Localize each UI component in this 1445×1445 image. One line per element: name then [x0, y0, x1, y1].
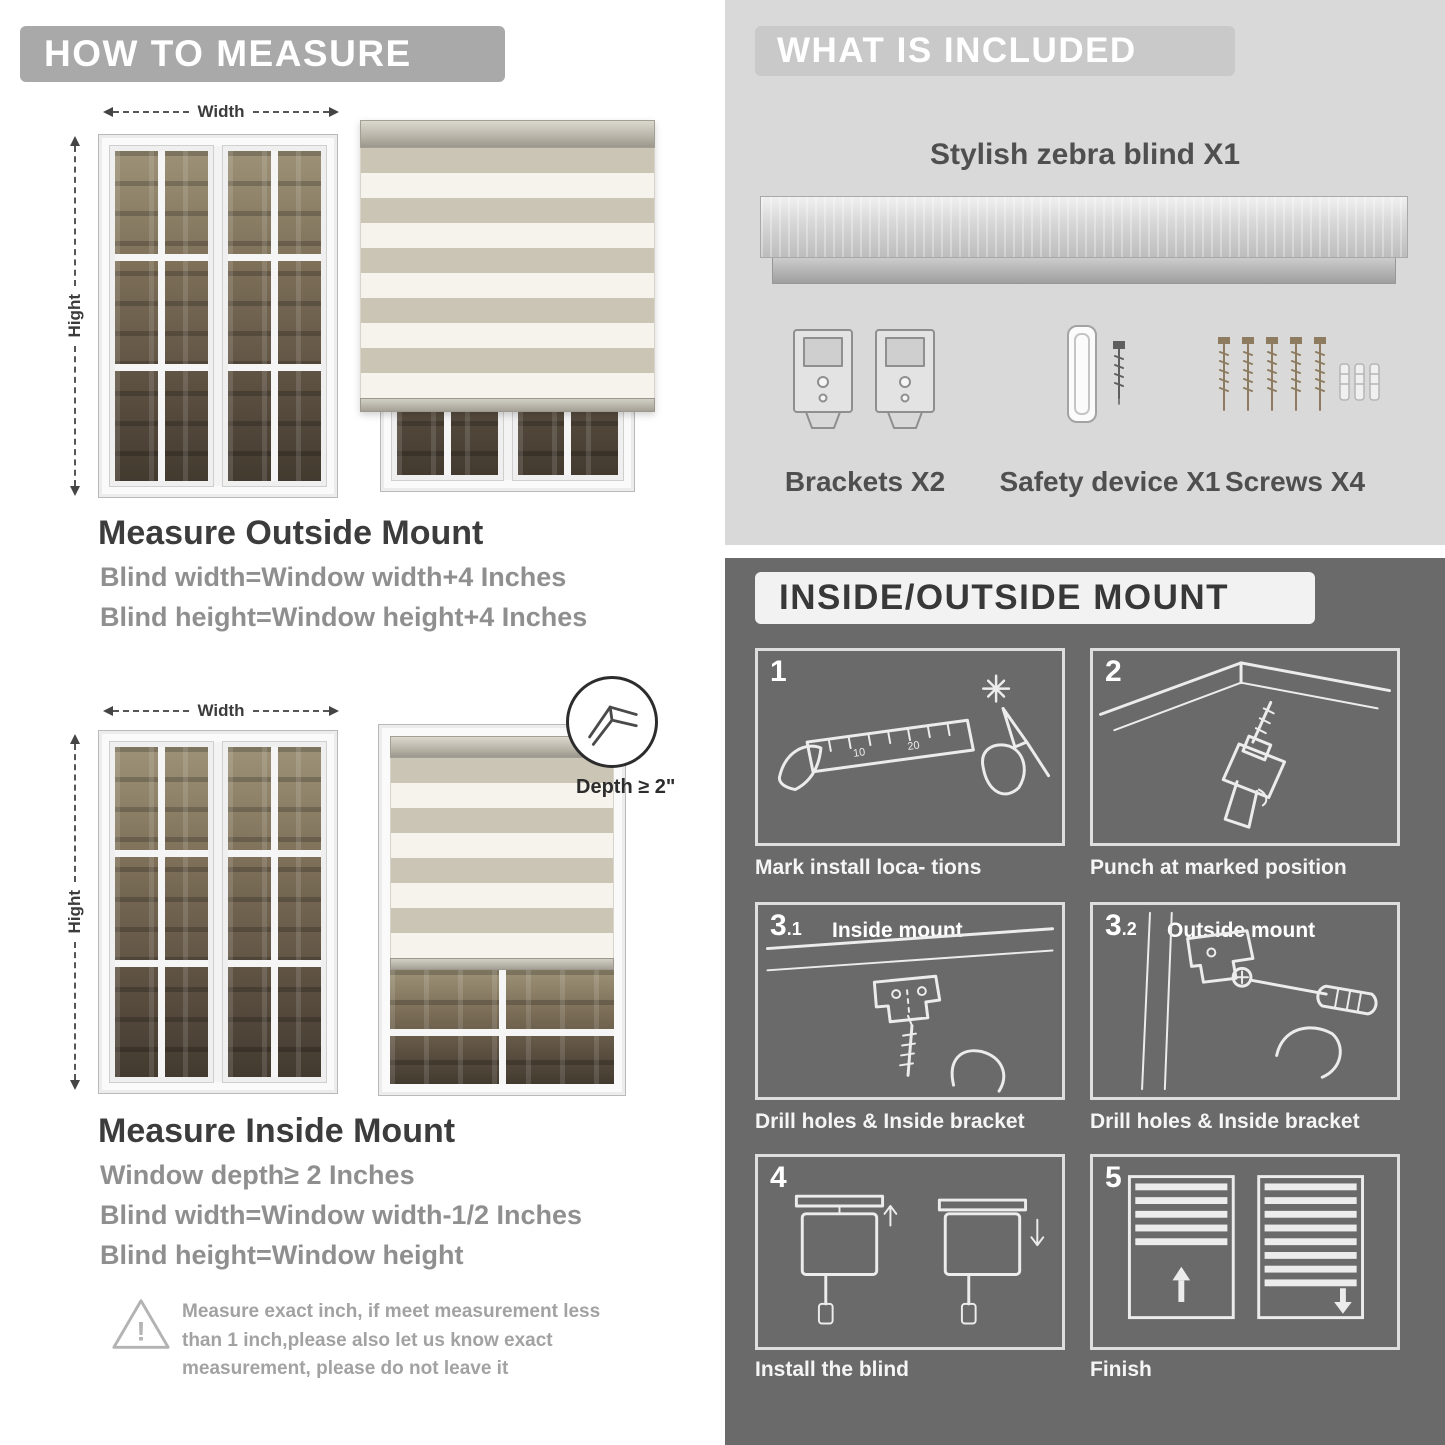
window-sash — [222, 145, 327, 487]
blind-stripes — [360, 148, 655, 398]
step-4-panel: 4 — [755, 1154, 1065, 1350]
window-lower-part — [390, 970, 614, 1084]
window-illustration-inside — [98, 730, 338, 1094]
finish-illustration — [1127, 1175, 1364, 1320]
step-3-1-panel: 3.1 Inside mount — [755, 902, 1065, 1100]
screws-label: Screws X4 — [1224, 466, 1366, 497]
arrowhead — [70, 1080, 80, 1090]
how-to-measure-title: HOW TO MEASURE — [44, 33, 412, 74]
height-label: Hight — [65, 890, 84, 934]
mount-instructions-banner: INSIDE/OUTSIDE MOUNT — [755, 572, 1315, 624]
outside-mount-title: Measure Outside Mount — [98, 514, 484, 552]
zebra-blind — [360, 120, 655, 412]
arrow-line — [113, 111, 190, 113]
width-label: Width — [197, 102, 245, 121]
zebra-blind-outside-mount-figure — [360, 120, 655, 492]
arrowhead — [70, 734, 80, 744]
step-1-caption: Mark install loca- tions — [755, 856, 982, 879]
outside-width-formula: Blind width=Window width+4 Inches — [100, 562, 567, 592]
arrowhead — [70, 486, 80, 496]
blind-cassette — [360, 120, 655, 148]
warning-triangle-icon: ! — [112, 1299, 170, 1349]
inside-bracket-illustration — [765, 927, 1054, 1093]
blind-stripes — [390, 758, 614, 958]
arrow-line — [74, 345, 76, 486]
height-label: Hight — [65, 294, 84, 338]
window-muntins — [115, 151, 208, 481]
inside-mount-title: Measure Inside Mount — [98, 1112, 456, 1150]
what-is-included-banner: WHAT IS INCLUDED — [755, 26, 1235, 76]
step-1-panel: 1 10 20 — [755, 648, 1065, 846]
svg-text:20: 20 — [907, 739, 921, 753]
what-is-included-title: WHAT IS INCLUDED — [777, 31, 1137, 70]
headrail-lip — [772, 258, 1396, 284]
step-number: 3.1 — [770, 909, 802, 942]
outside-height-formula: Blind height=Window height+4 Inches — [100, 602, 588, 632]
arrow-line — [74, 744, 76, 883]
svg-text:!: ! — [136, 1316, 145, 1347]
step-4-caption: Install the blind — [755, 1358, 910, 1381]
headrail-illustration — [760, 196, 1408, 258]
arrow-line — [252, 710, 329, 712]
window-corner-icon — [588, 705, 638, 746]
depth-callout-circle — [566, 676, 658, 768]
arrowhead — [103, 706, 113, 716]
safety-device-icon — [1067, 325, 1125, 423]
width-arrow-inside: Width — [103, 701, 339, 721]
svg-text:10: 10 — [852, 746, 866, 760]
depth-requirement-label: Depth ≥ 2" — [576, 776, 676, 798]
brackets-label: Brackets X2 — [784, 466, 946, 497]
arrowhead — [329, 706, 339, 716]
zebra-blind-inside-mount-figure — [378, 724, 626, 1096]
step-2-panel: 2 — [1090, 648, 1400, 846]
step-number: 5 — [1105, 1161, 1122, 1194]
arrowhead — [103, 107, 113, 117]
measurement-warning-text: Measure exact inch, if meet measurement … — [182, 1301, 601, 1379]
step-number: 4 — [770, 1161, 787, 1194]
width-label: Width — [197, 701, 245, 720]
window-illustration-outside — [98, 134, 338, 498]
inside-depth-formula: Window depth≥ 2 Inches — [100, 1160, 415, 1190]
step-3-2-panel: 3.2 Outside mount — [1090, 902, 1400, 1100]
drill-illustration — [1099, 661, 1391, 829]
inside-width-formula: Blind width=Window width-1/2 Inches — [100, 1200, 583, 1230]
step-number: 2 — [1105, 655, 1122, 688]
arrow-line — [74, 941, 76, 1080]
brackets-icon — [793, 329, 935, 429]
install-blind-illustration — [794, 1194, 1045, 1325]
window-muntins — [228, 151, 321, 481]
height-arrow-inside: Hight — [64, 734, 86, 1090]
step-3-2-caption: Drill holes & Inside bracket — [1090, 1110, 1360, 1133]
window-sash — [109, 145, 214, 487]
width-arrow-outside: Width — [103, 102, 339, 122]
how-to-measure-banner: HOW TO MEASURE — [20, 26, 505, 82]
outside-bracket-illustration — [1141, 911, 1378, 1091]
step-3-1-caption: Drill holes & Inside bracket — [755, 1110, 1025, 1133]
step-2-caption: Punch at marked position — [1090, 856, 1347, 879]
screws-icon — [1218, 337, 1380, 411]
inside-height-formula: Blind height=Window height — [100, 1240, 464, 1270]
safety-device-label: Safety device X1 — [999, 466, 1221, 497]
arrow-line — [74, 146, 76, 287]
blind-bottom-rail — [360, 398, 655, 412]
step-number: 1 — [770, 655, 787, 688]
arrow-line — [113, 710, 190, 712]
height-arrow-outside: Hight — [64, 136, 86, 496]
arrowhead — [329, 107, 339, 117]
step-5-panel: 5 — [1090, 1154, 1400, 1350]
step-5-caption: Finish — [1090, 1358, 1152, 1381]
arrowhead — [70, 136, 80, 146]
zebra-blind-quantity-label: Stylish zebra blind X1 — [929, 138, 1241, 171]
mount-instructions-title: INSIDE/OUTSIDE MOUNT — [779, 578, 1230, 617]
blind-bottom-rail — [390, 958, 614, 970]
step-number: 3.2 — [1105, 909, 1137, 942]
window-mullion — [213, 146, 223, 486]
window-glass — [109, 145, 327, 487]
mark-location-illustration: 10 20 — [777, 674, 1051, 796]
arrow-line — [252, 111, 329, 113]
